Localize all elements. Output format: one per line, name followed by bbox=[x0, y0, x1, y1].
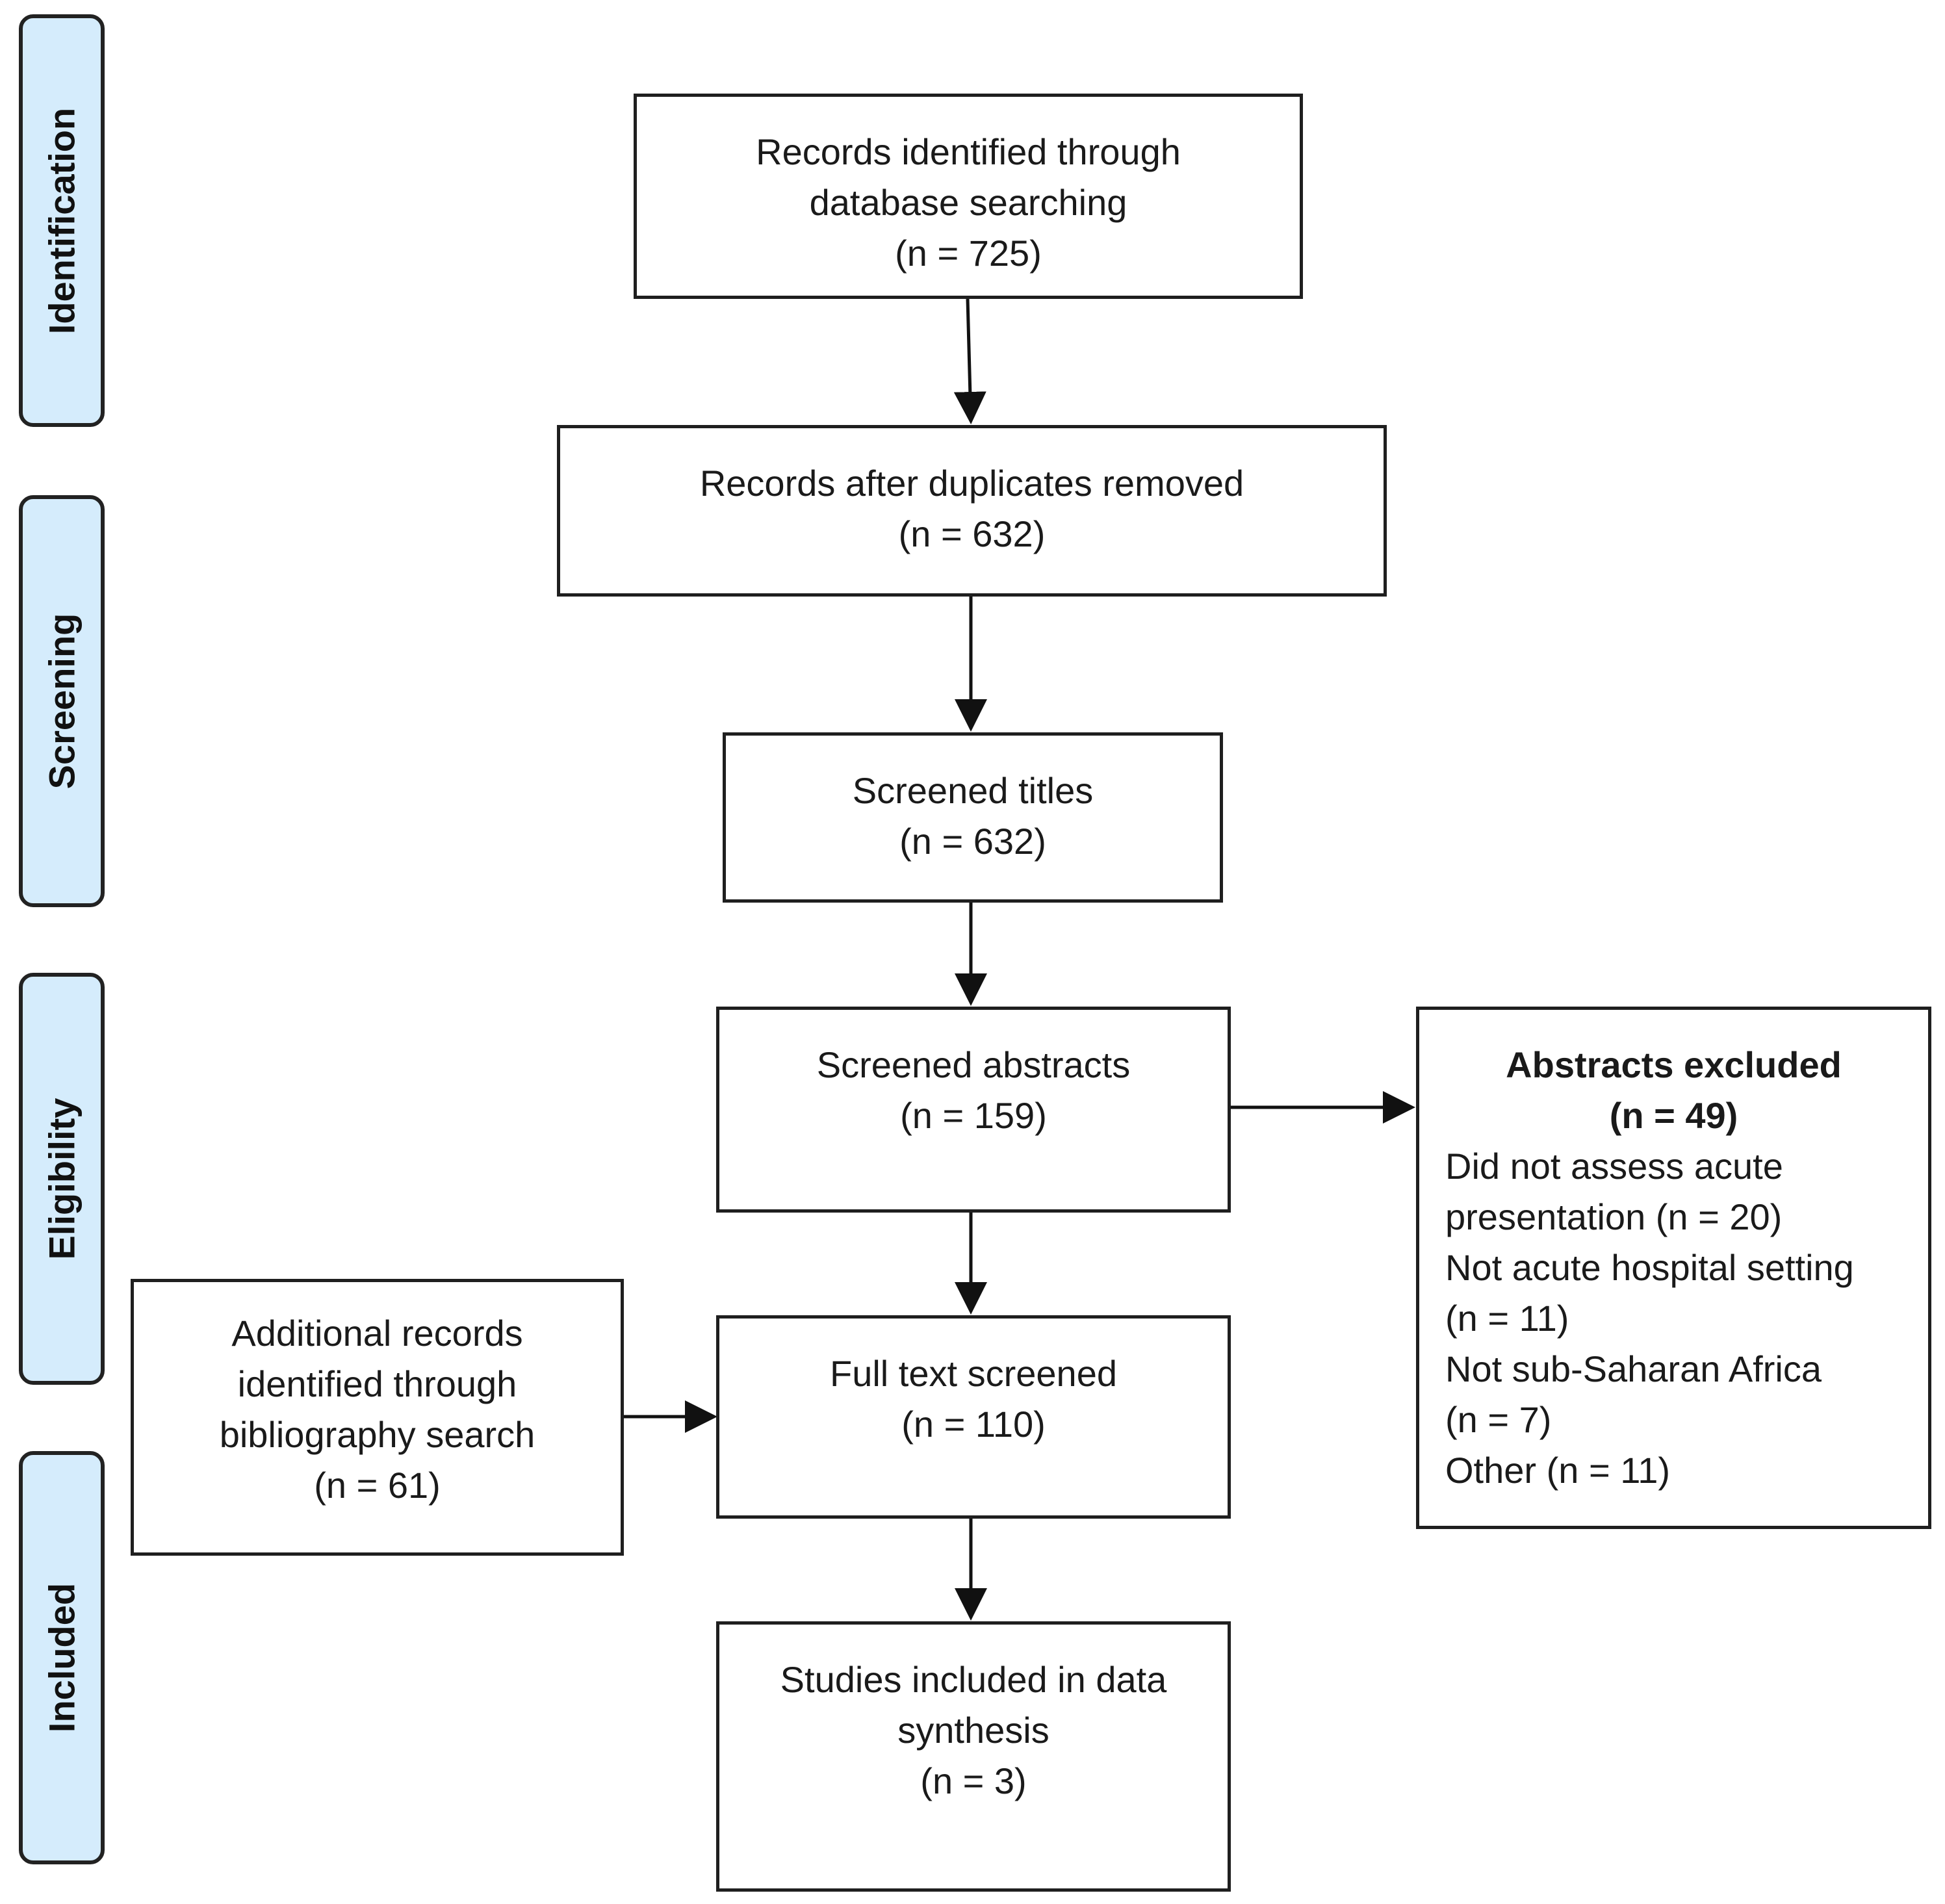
additional-records-line1: Additional records bbox=[231, 1313, 523, 1354]
screened-abstracts-box: Screened abstracts (n = 159) bbox=[716, 1007, 1231, 1213]
phase-identification: Identification bbox=[19, 14, 105, 427]
after-duplicates-line1: Records after duplicates removed bbox=[699, 463, 1244, 504]
after-duplicates-box: Records after duplicates removed (n = 63… bbox=[557, 425, 1387, 597]
exclusion-reason: (n = 11) bbox=[1445, 1298, 1569, 1339]
abstracts-excluded-count: (n = 49) bbox=[1609, 1095, 1738, 1136]
full-text-count: (n = 110) bbox=[901, 1404, 1046, 1445]
exclusion-reason: Not sub-Saharan Africa bbox=[1445, 1348, 1822, 1389]
exclusion-reason: (n = 7) bbox=[1445, 1399, 1552, 1440]
records-identified-box: Records identified through database sear… bbox=[634, 94, 1303, 299]
phase-eligibility: Eligibility bbox=[19, 973, 105, 1385]
additional-records-line3: bibliography search bbox=[219, 1414, 535, 1455]
additional-records-line2: identified through bbox=[237, 1363, 517, 1404]
additional-records-box: Additional records identified through bi… bbox=[131, 1279, 624, 1556]
abstracts-excluded-box: Abstracts excluded (n = 49) Did not asse… bbox=[1416, 1007, 1931, 1529]
full-text-line1: Full text screened bbox=[830, 1353, 1117, 1394]
phase-screening: Screening bbox=[19, 495, 105, 907]
screened-titles-box: Screened titles (n = 632) bbox=[723, 732, 1223, 903]
studies-included-count: (n = 3) bbox=[920, 1760, 1027, 1801]
abstracts-excluded-title: Abstracts excluded bbox=[1506, 1044, 1842, 1085]
exclusion-reason: Not acute hospital setting bbox=[1445, 1247, 1854, 1288]
screened-abstracts-line1: Screened abstracts bbox=[816, 1044, 1131, 1085]
studies-included-line2: synthesis bbox=[897, 1710, 1050, 1751]
studies-included-box: Studies included in data synthesis (n = … bbox=[716, 1621, 1231, 1892]
exclusion-reason: Did not assess acute bbox=[1445, 1146, 1783, 1187]
additional-records-count: (n = 61) bbox=[314, 1465, 441, 1506]
records-identified-count: (n = 725) bbox=[895, 233, 1042, 274]
studies-included-line1: Studies included in data bbox=[780, 1659, 1167, 1700]
screened-titles-count: (n = 632) bbox=[899, 821, 1046, 862]
screened-abstracts-count: (n = 159) bbox=[900, 1095, 1047, 1136]
exclusion-reason: presentation (n = 20) bbox=[1445, 1196, 1783, 1237]
phase-included: Included bbox=[19, 1451, 105, 1864]
records-identified-line2: database searching bbox=[809, 182, 1127, 223]
records-identified-line1: Records identified through bbox=[756, 131, 1181, 172]
arrow-identified-to-duplicates bbox=[953, 298, 986, 424]
exclusion-reason: Other (n = 11) bbox=[1445, 1450, 1671, 1491]
screened-titles-line1: Screened titles bbox=[852, 770, 1094, 811]
full-text-screened-box: Full text screened (n = 110) bbox=[716, 1315, 1231, 1519]
after-duplicates-count: (n = 632) bbox=[898, 513, 1046, 554]
